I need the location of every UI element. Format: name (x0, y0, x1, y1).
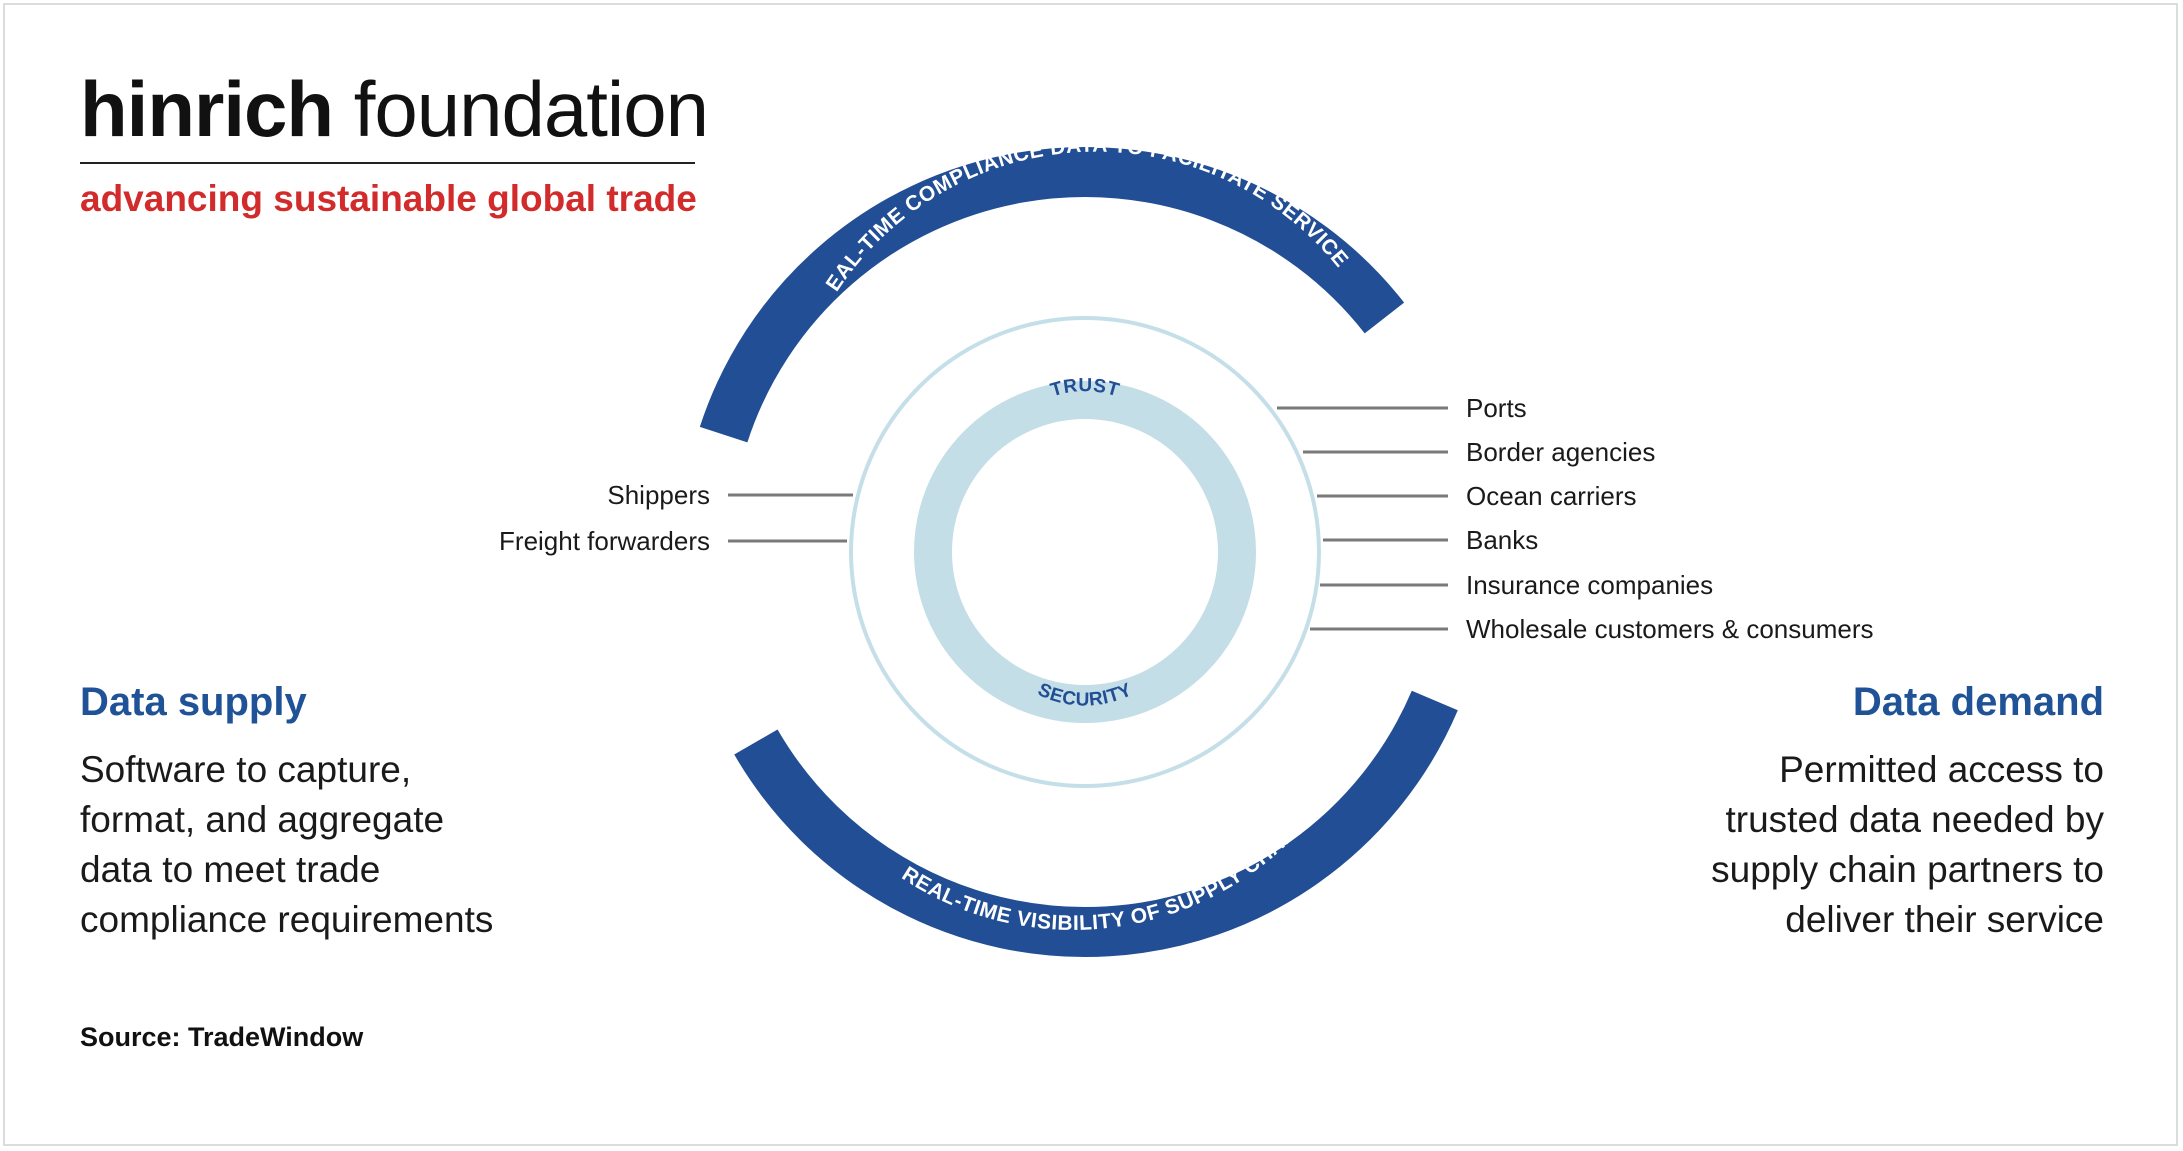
top-arc-label-text: REAL-TIME COMPLIANCE DATA TO FACILITATE … (0, 0, 1352, 295)
brand-name-bold: hinrich (80, 65, 334, 153)
source-note: Source: TradeWindow (80, 1022, 364, 1052)
supply-item-label: Shippers (607, 480, 710, 510)
demand-item: Ocean carriers (1317, 481, 1637, 511)
supply-item-label: Freight forwarders (499, 526, 710, 556)
demand-item: Ports (1277, 393, 1527, 423)
demand-item: Wholesale customers & consumers (1310, 614, 1873, 644)
demand-item: Insurance companies (1320, 570, 1713, 600)
demand-item-label: Border agencies (1466, 437, 1655, 467)
demand-item-label: Banks (1466, 525, 1538, 555)
data-demand-description: Permitted access to trusted data needed … (1711, 749, 2104, 940)
supply-item: Freight forwarders (499, 526, 847, 556)
data-supply-description: Software to capture, format, and aggrega… (80, 749, 494, 940)
data-supply-heading: Data supply (80, 680, 307, 724)
brand-logo: hinrich foundation advancing sustainable… (80, 70, 720, 220)
demand-item-label: Ocean carriers (1466, 481, 1637, 511)
outer-light-ring (849, 316, 1321, 788)
top-arc-label: REAL-TIME COMPLIANCE DATA TO FACILITATE … (0, 0, 1353, 295)
data-demand-heading: Data demand (1852, 680, 2104, 724)
demand-item-label: Ports (1466, 393, 1527, 423)
demand-item-label: Insurance companies (1466, 570, 1713, 600)
top-blue-arc (699, 147, 1405, 443)
demand-item: Border agencies (1303, 437, 1655, 467)
brand-divider (80, 162, 695, 164)
supply-item: Shippers (607, 480, 853, 510)
brand-tagline: advancing sustainable global trade (80, 178, 697, 219)
demand-item-label: Wholesale customers & consumers (1466, 614, 1873, 644)
brand-name: hinrich foundation (80, 70, 720, 148)
bottom-blue-arc (734, 690, 1458, 957)
page-frame (3, 3, 2178, 1146)
brand-name-light: foundation (353, 65, 709, 153)
inner-thick-ring (914, 381, 1256, 723)
demand-item: Banks (1323, 525, 1538, 555)
